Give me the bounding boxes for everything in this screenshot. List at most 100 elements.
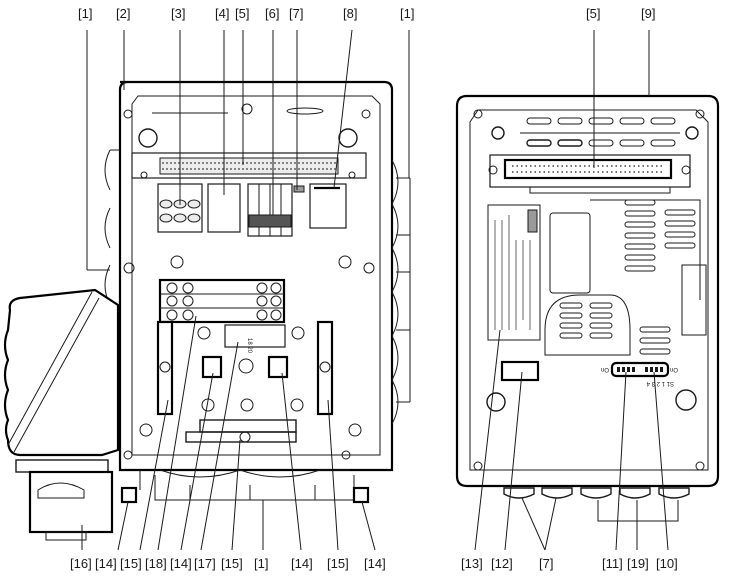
- vent-slots-side: [624, 199, 696, 355]
- vent-slot: [286, 107, 324, 115]
- rj-socket-left: [201, 355, 223, 379]
- dip-on-left: On: [601, 366, 609, 372]
- callout-label: [11]: [602, 556, 623, 571]
- mount-hole: [473, 109, 483, 119]
- callout-label: [14]: [291, 556, 313, 571]
- type-label: [487, 204, 541, 341]
- callout-labels-bottom-right: [13] [12] [7] [11] [19] [10]: [461, 556, 678, 571]
- callout-labels-top-left: [1] [2] [3] [4] [5] [6] [7] [8] [1]: [78, 6, 414, 21]
- callout-label: [3]: [171, 6, 185, 21]
- callout-labels-bottom-left: [16] [14] [15] [18] [14] [17] [15] [1] […: [70, 556, 386, 571]
- strip-screw: [681, 165, 691, 175]
- torx-screws: [123, 255, 375, 437]
- ground-symbol: [238, 358, 254, 374]
- dip-on-right: On: [670, 366, 678, 372]
- connector-pins: [503, 158, 673, 180]
- callout-label: [5]: [235, 6, 249, 21]
- callout-label: [13]: [461, 556, 483, 571]
- rail-right: [316, 320, 334, 416]
- side-latch: [681, 264, 707, 336]
- mount-hole: [695, 461, 705, 471]
- vent-slots-top: [520, 117, 680, 147]
- vent-slots-dome: [559, 302, 613, 339]
- mount-hole: [473, 461, 483, 471]
- strip-screw: [348, 171, 356, 179]
- callout-label: [12]: [491, 556, 513, 571]
- hex-screw: [491, 126, 505, 140]
- callout-label: [16]: [70, 556, 92, 571]
- side-glands-left: [104, 149, 120, 306]
- callout-label: [1]: [254, 556, 268, 571]
- bottom-glands: [139, 469, 350, 490]
- strip-screw: [140, 171, 148, 179]
- terminal-strip-cells: [248, 184, 292, 236]
- hex-screw: [685, 126, 699, 140]
- mount-hole: [123, 450, 133, 460]
- hex-screw: [338, 128, 358, 148]
- leader-lines: [81, 29, 669, 551]
- callout-labels-top-right: [5] [9]: [586, 6, 655, 21]
- mount-hole: [361, 109, 371, 119]
- label-text-lines: [494, 215, 531, 330]
- callout-label: [15]: [221, 556, 243, 571]
- callout-label: [14]: [95, 556, 117, 571]
- switch-7: [293, 185, 305, 193]
- dip-label-s1: S1 1 2 3 4: [646, 380, 674, 386]
- callout-bracket-bottom: [154, 475, 355, 501]
- connector-tabs: [529, 186, 671, 194]
- mount-foot: [120, 486, 138, 504]
- bottom-glands-right: [503, 487, 690, 499]
- callout-label: [6]: [265, 6, 279, 21]
- strain-relief-bar: [185, 431, 297, 443]
- screw-right: [675, 389, 697, 411]
- clamp-screw: [240, 398, 254, 412]
- brand-logo: [527, 209, 538, 233]
- connector-pin-rows: [512, 165, 665, 173]
- left-housing: 18 20: [104, 80, 411, 504]
- mount-hole: [341, 450, 351, 460]
- side-glands-right: [391, 159, 411, 425]
- callout-label: [14]: [170, 556, 192, 571]
- callout-label: [15]: [120, 556, 142, 571]
- dip-switches: [617, 367, 663, 372]
- strain-relief: [199, 419, 297, 433]
- mount-hole: [123, 109, 133, 119]
- module-8: [309, 183, 347, 229]
- rail-screw: [319, 361, 331, 373]
- callout-label: [2]: [116, 6, 130, 21]
- callout-label: [4]: [215, 6, 229, 21]
- mount-hole: [695, 109, 705, 119]
- ring-hole: [241, 103, 253, 115]
- callout-label: [10]: [656, 556, 678, 571]
- rj-socket-right: [267, 355, 289, 379]
- clamp-screw: [239, 431, 251, 443]
- callout-label: [15]: [327, 556, 349, 571]
- strip-screw: [488, 165, 498, 175]
- vent-dome: [544, 294, 631, 356]
- callout-label: [14]: [364, 556, 386, 571]
- callout-label: [19]: [627, 556, 649, 571]
- callout-label: [5]: [586, 6, 600, 21]
- module-inner-frame: [469, 109, 709, 471]
- connector-pin-rows: [162, 162, 336, 170]
- dip-switch-housing: [610, 361, 670, 378]
- hex-screw: [138, 128, 158, 148]
- terminal-block-18: [158, 278, 286, 324]
- connector-pins: [159, 157, 339, 175]
- terminal-block-rows: [160, 282, 284, 321]
- callout-label: [7]: [539, 556, 553, 571]
- right-module: On On S1 1 2 3 4: [455, 94, 720, 522]
- callout-label: [9]: [641, 6, 655, 21]
- blank-plate: [549, 212, 591, 294]
- module-frame: [455, 94, 720, 488]
- callout-label: [7]: [289, 6, 303, 21]
- housing-inner-frame: [131, 95, 381, 456]
- service-interface: [500, 360, 540, 382]
- mount-foot: [352, 486, 370, 504]
- callout-label: [8]: [343, 6, 357, 21]
- callout-label: [1]: [400, 6, 414, 21]
- cover-16: [3, 288, 120, 541]
- terminal-17: [224, 324, 286, 348]
- callout-label: [17]: [194, 556, 216, 571]
